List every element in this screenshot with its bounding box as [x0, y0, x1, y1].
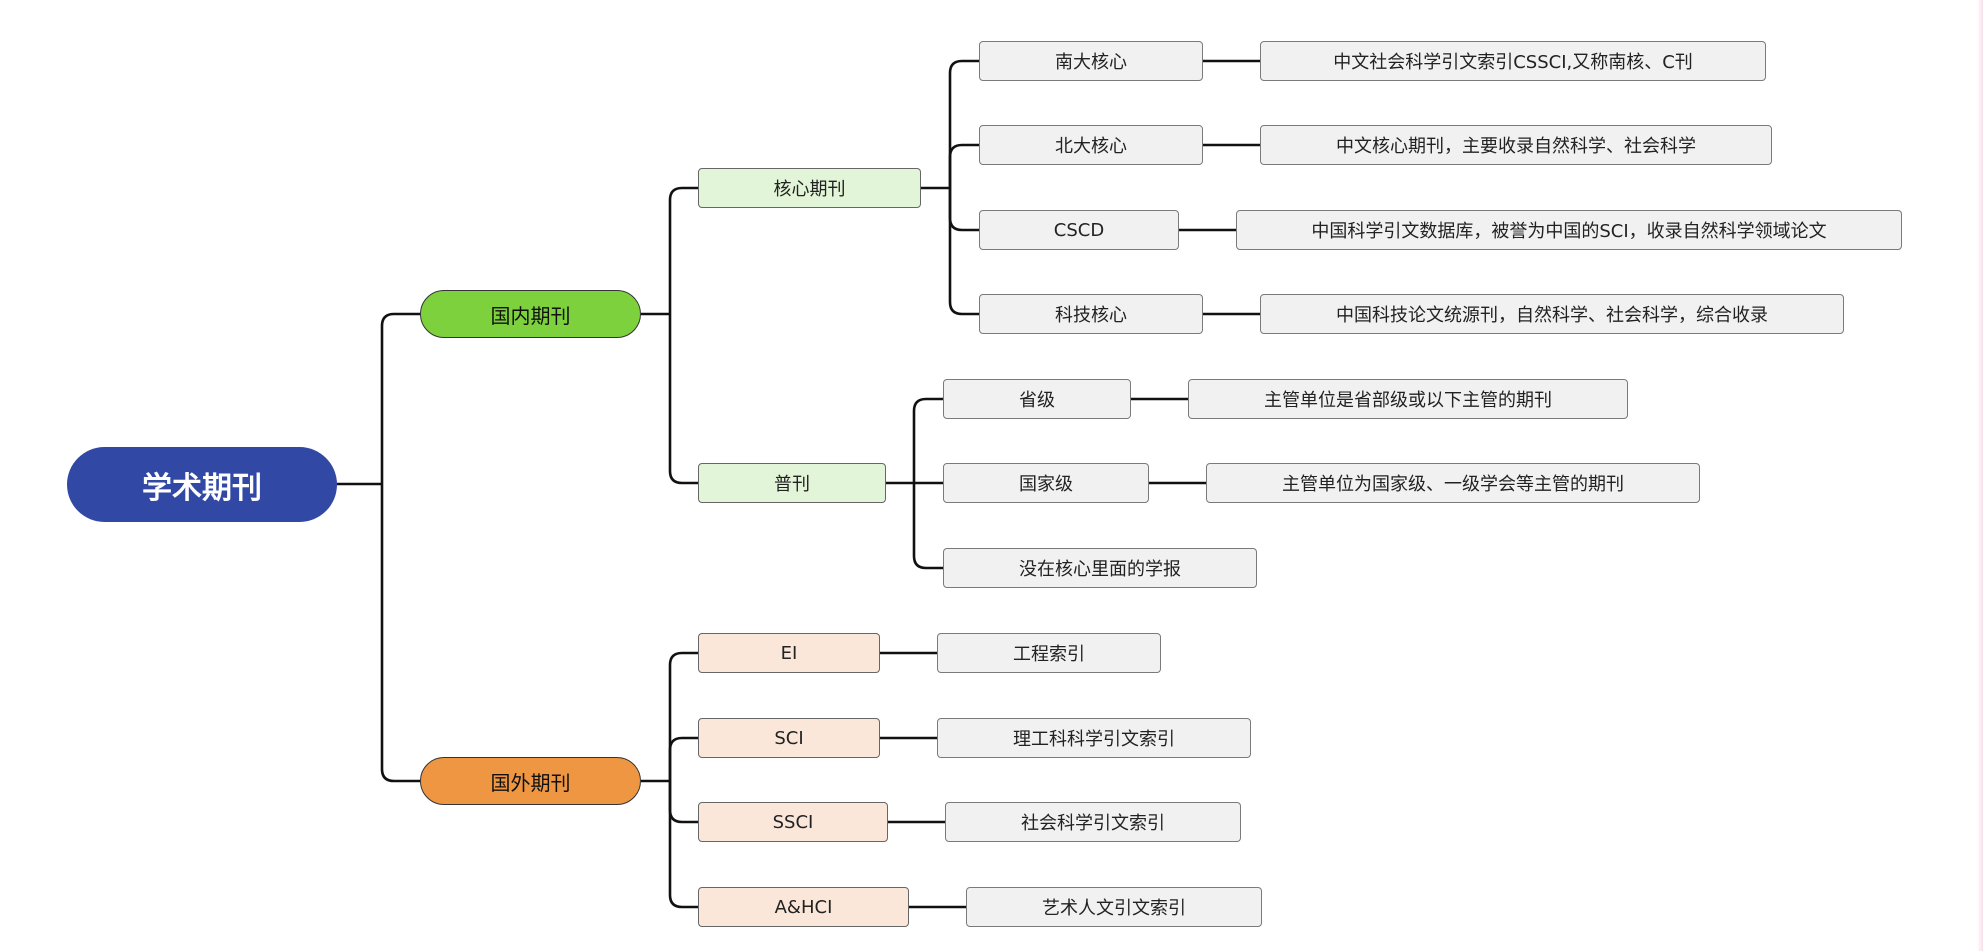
core-item-cscd[interactable]: CSCD — [979, 210, 1179, 250]
edge-domestic-branch-0 — [668, 186, 698, 314]
foreign-item-sci-desc[interactable]: 理工科科学引文索引 — [937, 718, 1251, 758]
edge-domestic-branch-1 — [668, 314, 698, 485]
root-node[interactable]: 学术期刊 — [67, 447, 337, 522]
edge-core-branch-2 — [948, 188, 979, 232]
foreign-item-ei[interactable]: EI — [698, 633, 880, 673]
core-item-beida-desc[interactable]: 中文核心期刊，主要收录自然科学、社会科学 — [1260, 125, 1772, 165]
foreign-item-ssci[interactable]: SSCI — [698, 802, 888, 842]
general-item-provincial-desc[interactable]: 主管单位是省部级或以下主管的期刊 — [1188, 379, 1628, 419]
right-edge-strip — [1977, 0, 1983, 951]
foreign-item-ei-desc[interactable]: 工程索引 — [937, 633, 1161, 673]
edge-foreign-branch-1 — [668, 736, 698, 781]
foreign-item-ahci[interactable]: A&HCI — [698, 887, 909, 927]
foreign-item-ahci-desc[interactable]: 艺术人文引文索引 — [966, 887, 1262, 927]
edge-core-branch-1 — [948, 143, 979, 188]
general-item-provincial[interactable]: 省级 — [943, 379, 1131, 419]
core-item-cscd-desc[interactable]: 中国科学引文数据库，被誉为中国的SCI，收录自然科学领域论文 — [1236, 210, 1902, 250]
core-item-nanda[interactable]: 南大核心 — [979, 41, 1203, 81]
edge-general-branch-0 — [912, 397, 943, 483]
core-item-keji-desc[interactable]: 中国科技论文统源刊，自然科学、社会科学，综合收录 — [1260, 294, 1844, 334]
edge-foreign-branch-3 — [668, 781, 698, 909]
core-item-keji[interactable]: 科技核心 — [979, 294, 1203, 334]
core-item-beida[interactable]: 北大核心 — [979, 125, 1203, 165]
edge-root-branch-0 — [380, 312, 420, 484]
general-journals-node[interactable]: 普刊 — [698, 463, 886, 503]
foreign-journals-node[interactable]: 国外期刊 — [420, 757, 641, 805]
foreign-item-ssci-desc[interactable]: 社会科学引文索引 — [945, 802, 1241, 842]
edge-root-branch-1 — [380, 484, 420, 783]
edge-foreign-branch-2 — [668, 781, 698, 824]
foreign-item-sci[interactable]: SCI — [698, 718, 880, 758]
general-item-national-desc[interactable]: 主管单位为国家级、一级学会等主管的期刊 — [1206, 463, 1700, 503]
core-journals-node[interactable]: 核心期刊 — [698, 168, 921, 208]
core-item-nanda-desc[interactable]: 中文社会科学引文索引CSSCI,又称南核、C刊 — [1260, 41, 1766, 81]
general-item-national[interactable]: 国家级 — [943, 463, 1149, 503]
edge-core-branch-0 — [948, 59, 979, 188]
edge-core-branch-3 — [948, 188, 979, 316]
domestic-journals-node[interactable]: 国内期刊 — [420, 290, 641, 338]
edge-foreign-branch-0 — [668, 651, 698, 781]
edge-general-branch-2 — [912, 483, 943, 570]
general-item-non-core-journals[interactable]: 没在核心里面的学报 — [943, 548, 1257, 588]
